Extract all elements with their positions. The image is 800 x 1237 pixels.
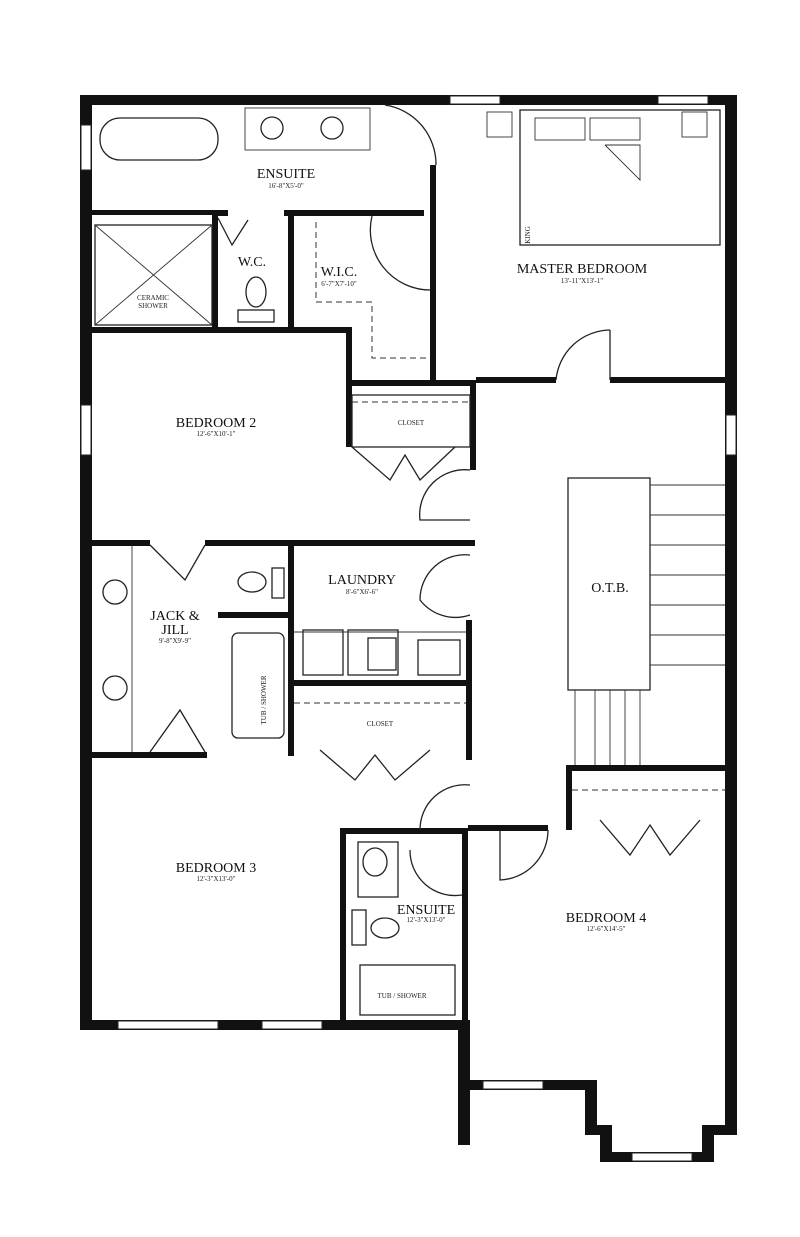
doors-fixtures <box>94 104 725 1016</box>
room-bedroom4-dim: 12'-6"X14'-5" <box>587 925 626 933</box>
tub-shower-label-2: TUB / SHOWER <box>378 992 427 1000</box>
room-bedroom4-name: BEDROOM 4 <box>566 911 647 926</box>
room-wc-name: W.C. <box>238 255 266 270</box>
room-master-name: MASTER BEDROOM <box>517 262 648 277</box>
room-ensuite-dim: 16'-8"X5'-0" <box>268 182 304 190</box>
room-bedroom3-name: BEDROOM 3 <box>176 861 257 876</box>
closet-label-2: CLOSET <box>367 720 394 728</box>
closet-label-1: CLOSET <box>398 419 425 427</box>
room-jackjill-name2: JILL <box>161 623 188 638</box>
room-laundry-name: LAUNDRY <box>328 573 396 588</box>
room-ensuite-name: ENSUITE <box>257 167 315 182</box>
tub-shower-label-1: TUB / SHOWER <box>260 675 268 724</box>
room-bedroom2-name: BEDROOM 2 <box>176 416 257 431</box>
room-master-dim: 13'-11"X13'-1" <box>561 277 603 285</box>
room-jackjill-dim: 9'-8"X9'-9" <box>159 637 191 645</box>
room-ensuite2-dim: 12'-3"X13'-0" <box>407 916 446 924</box>
room-ensuite2-name: ENSUITE <box>397 903 455 918</box>
room-wic-dim: 6'-7"X7'-10" <box>321 280 357 288</box>
room-otb-name: O.T.B. <box>591 581 628 596</box>
king-label: KING <box>524 226 532 244</box>
shower-label: SHOWER <box>138 302 168 310</box>
room-bedroom2-dim: 12'-6"X10'-1" <box>197 430 236 438</box>
room-jackjill-name: JACK & <box>150 609 200 624</box>
ceramic-label: CERAMIC <box>137 294 169 302</box>
room-bedroom3-dim: 12'-3"X13'-0" <box>197 875 236 883</box>
interior-walls <box>92 165 725 1023</box>
room-labels: ENSUITE 16'-8"X5'-0" W.C. W.I.C. 6'-7"X7… <box>137 167 648 1000</box>
windows <box>80 95 737 1162</box>
room-wic-name: W.I.C. <box>321 265 357 280</box>
room-laundry-dim: 8'-6"X6'-6" <box>346 588 378 596</box>
